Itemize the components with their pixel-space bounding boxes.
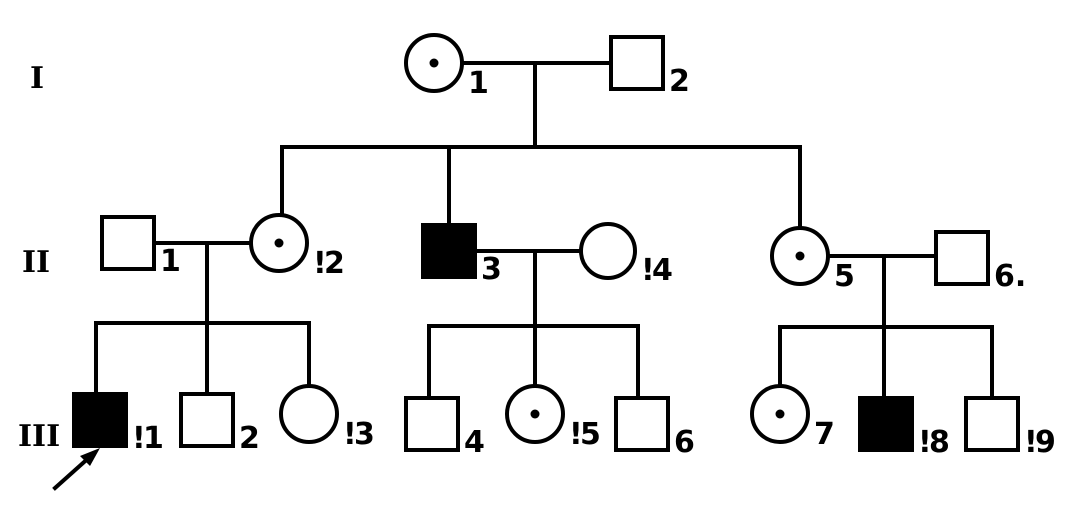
male-symbol-iii-4	[404, 396, 460, 452]
male-symbol-iii-2	[179, 392, 235, 448]
male-symbol-ii-1	[100, 215, 156, 271]
number-iii-2: 2	[239, 421, 260, 456]
carrier-dot-i-1	[429, 58, 439, 68]
carrier-dot-iii-5	[530, 409, 540, 419]
marker-iii-1: !	[132, 421, 146, 456]
individual-ii-5[interactable]: 5	[770, 226, 855, 294]
number-ii-3: 3	[481, 252, 502, 287]
individual-ii-6[interactable]: 6.	[934, 230, 1026, 294]
marker-iii-9: !	[1024, 425, 1038, 460]
individual-iii-5[interactable]: !5	[505, 384, 601, 452]
individual-iii-3[interactable]: !3	[279, 384, 375, 452]
individual-ii-1[interactable]: 1	[100, 215, 181, 279]
marker-iii-3: !	[343, 417, 357, 452]
female-symbol-ii-4	[579, 222, 637, 280]
individuals: 1 2 1 !2 3 !4 5 6. !1 2 !3 4 !5 6 7 !8 !…	[72, 33, 1056, 460]
male-symbol-iii-8	[858, 396, 914, 452]
individual-iii-7[interactable]: 7	[750, 384, 835, 452]
carrier-dot-ii-2	[274, 238, 284, 248]
individual-iii-1[interactable]: !1	[72, 392, 164, 456]
number-ii-2: 2	[324, 246, 345, 281]
individual-iii-2[interactable]: 2	[179, 392, 260, 456]
marker-ii-4: !	[641, 253, 655, 288]
number-iii-8: 8	[929, 425, 950, 460]
female-symbol-iii-3	[279, 384, 339, 444]
generation-label-ii: II	[22, 245, 50, 280]
individual-ii-3[interactable]: 3	[421, 223, 502, 287]
individual-iii-9[interactable]: !9	[964, 396, 1056, 460]
carrier-dot-iii-7	[775, 409, 785, 419]
number-iii-9: 9	[1035, 425, 1056, 460]
number-iii-1: 1	[143, 421, 164, 456]
male-symbol-ii-6	[934, 230, 990, 286]
male-symbol-iii-6	[614, 396, 670, 452]
number-iii-4: 4	[464, 425, 485, 460]
number-iii-5: 5	[580, 417, 601, 452]
individual-i-2[interactable]: 2	[609, 35, 690, 99]
individual-ii-4[interactable]: !4	[579, 222, 673, 288]
number-iii-3: 3	[354, 417, 375, 452]
number-i-2: 2	[669, 64, 690, 99]
marker-ii-2: !	[313, 246, 327, 281]
individual-iii-6[interactable]: 6	[614, 396, 695, 460]
pedigree-lines	[94, 61, 994, 400]
individual-ii-2[interactable]: !2	[249, 213, 345, 281]
number-i-1: 1	[468, 66, 489, 101]
marker-iii-8: !	[918, 425, 932, 460]
male-symbol-ii-3	[421, 223, 477, 279]
number-ii-1: 1	[160, 244, 181, 279]
number-ii-5: 5	[834, 259, 855, 294]
carrier-dot-ii-5	[795, 251, 805, 261]
individual-i-1[interactable]: 1	[404, 33, 489, 101]
individual-iii-8[interactable]: !8	[858, 396, 950, 460]
number-iii-6: 6	[674, 425, 695, 460]
number-ii-6: 6.	[994, 259, 1026, 294]
generation-label-i: I	[30, 61, 44, 96]
male-symbol-iii-1	[72, 392, 128, 448]
proband-arrow-icon	[52, 448, 100, 491]
number-ii-4: 4	[652, 253, 673, 288]
number-iii-7: 7	[814, 417, 835, 452]
generation-label-iii: III	[18, 419, 60, 454]
individual-iii-4[interactable]: 4	[404, 396, 485, 460]
male-symbol-i-2	[609, 35, 665, 91]
marker-iii-5: !	[569, 417, 583, 452]
male-symbol-iii-9	[964, 396, 1020, 452]
